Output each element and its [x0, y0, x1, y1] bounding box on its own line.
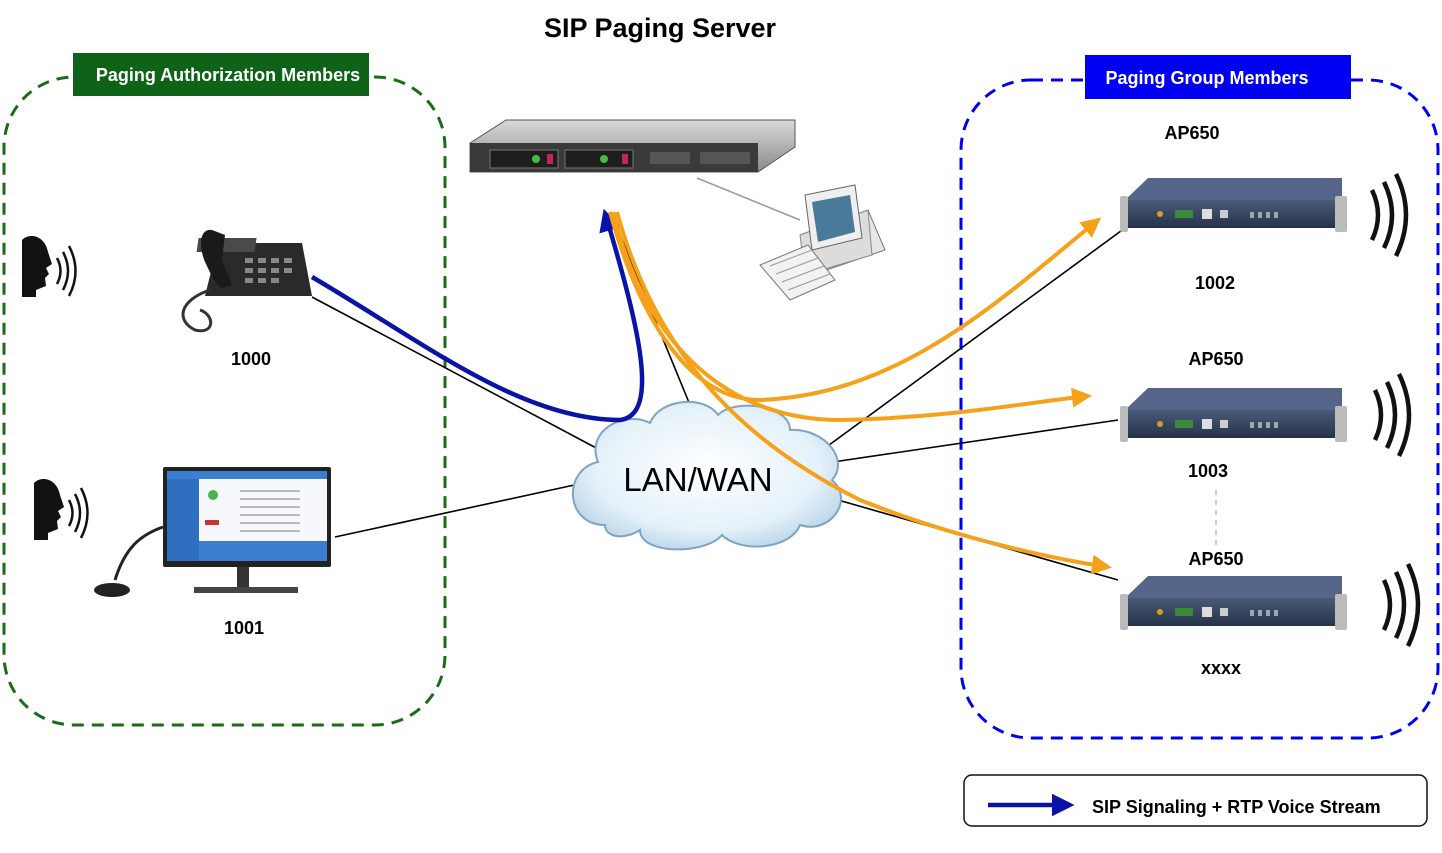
diagram-title: SIP Paging Server — [544, 13, 777, 43]
stream-to-xxxx — [615, 211, 1112, 575]
pc-console-1001 — [94, 467, 331, 597]
speaker-person-icon-1 — [22, 236, 77, 297]
management-pc — [759, 184, 886, 301]
stream-to-1003 — [611, 211, 1092, 423]
voice-streams — [608, 211, 1112, 575]
paging-group-header — [1085, 55, 1351, 99]
member-id-1002: 1002 — [1195, 273, 1235, 293]
ap650-device-1003 — [1120, 388, 1347, 442]
ap650-model-2: AP650 — [1188, 349, 1243, 369]
sip-signaling-path — [310, 208, 645, 423]
link-1001 — [334, 481, 589, 538]
speaker-person-icon-2 — [34, 479, 89, 540]
link-1000 — [311, 296, 601, 451]
paging-group-label: Paging Group Members — [1105, 68, 1308, 88]
member-id-xxxx: xxxx — [1201, 658, 1241, 678]
ap650-device-1002 — [1120, 178, 1347, 232]
ap650-model-1: AP650 — [1164, 123, 1219, 143]
member-id-1000: 1000 — [231, 349, 271, 369]
legend: SIP Signaling + RTP Voice Stream — [963, 774, 1428, 827]
server-console-link — [696, 177, 801, 221]
paging-server — [469, 119, 796, 173]
stream-to-1002 — [608, 211, 1102, 403]
link-1002 — [824, 227, 1126, 449]
member-id-1003: 1003 — [1188, 461, 1228, 481]
sound-waves-icon-1 — [1369, 173, 1409, 257]
sound-waves-icon-2 — [1372, 373, 1412, 457]
cloud-label: LAN/WAN — [623, 461, 772, 498]
authorization-group-header — [73, 53, 369, 96]
lan-wan-cloud: LAN/WAN — [572, 400, 842, 551]
link-1003 — [832, 419, 1119, 463]
ip-phone-1000 — [181, 229, 312, 333]
sound-waves-icon-3 — [1381, 563, 1421, 647]
member-id-1001: 1001 — [224, 618, 264, 638]
legend-label: SIP Signaling + RTP Voice Stream — [1092, 797, 1381, 817]
ap650-model-3: AP650 — [1188, 549, 1243, 569]
ap650-device-xxxx — [1120, 576, 1347, 630]
authorization-group-label: Paging Authorization Members — [96, 65, 360, 85]
